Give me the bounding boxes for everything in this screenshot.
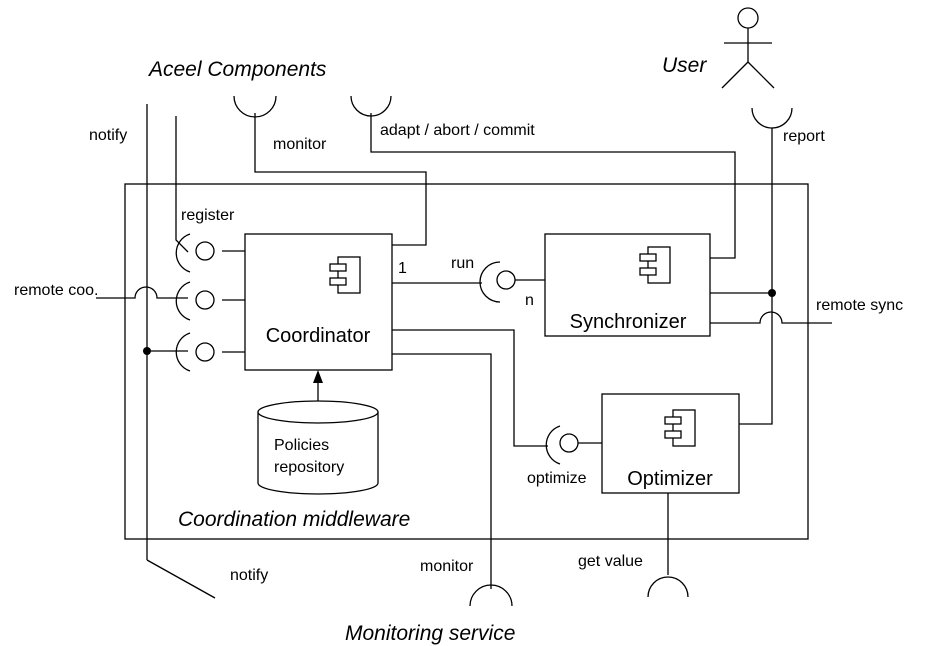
repository-arrowhead — [313, 370, 323, 383]
coordination-middleware-title: Coordination middleware — [178, 508, 410, 531]
repository-label-line2: repository — [274, 459, 344, 476]
optimizer-component: Optimizer — [601, 393, 740, 494]
wires — [96, 104, 832, 599]
component-icon — [329, 256, 361, 294]
remote-sync-label: remote sync — [816, 297, 903, 314]
socket-monitor-bottom — [469, 584, 513, 607]
ball-optimize — [559, 433, 579, 453]
register-wire — [175, 116, 189, 253]
aceel-components-title: Aceel Components — [147, 58, 327, 81]
synchronizer-label: Synchronizer — [570, 311, 687, 333]
coordinator-component: Coordinator — [244, 233, 393, 371]
adapt-abort-commit-label: adapt / abort / commit — [380, 122, 535, 139]
junction-dot-right — [768, 289, 776, 297]
get-value-label: get value — [578, 553, 643, 570]
multiplicity-1-label: 1 — [398, 260, 407, 277]
adapt-wire — [370, 113, 736, 259]
monitor-top-label: monitor — [273, 136, 327, 153]
socket-register — [175, 233, 191, 273]
synchronizer-box — [544, 233, 711, 337]
monitoring-service-title: Monitoring service — [345, 622, 515, 645]
optimizer-box — [601, 393, 740, 494]
repository-label-line1: Policies — [274, 437, 329, 454]
coordinator-box — [244, 233, 393, 371]
monitor-wire-bottom — [392, 353, 492, 589]
report-wire — [739, 128, 773, 425]
middleware-boundary — [124, 183, 809, 540]
ball-run — [496, 270, 516, 290]
repository-cylinder-body — [257, 412, 379, 495]
ball-remote-coo — [195, 290, 215, 310]
register-label: register — [181, 207, 235, 224]
coordinator-label: Coordinator — [266, 325, 371, 347]
socket-remote-coo — [175, 281, 191, 321]
socket-optimize — [545, 425, 561, 465]
notify-wire-diagonal — [146, 559, 216, 599]
policies-repository: Policies repository — [257, 400, 379, 495]
socket-notify — [175, 332, 191, 372]
run-label: run — [451, 255, 474, 272]
report-label: report — [783, 128, 825, 145]
user-actor-icon — [721, 7, 775, 89]
optimize-wire — [392, 329, 548, 447]
ball-notify — [195, 342, 215, 362]
component-icon — [639, 246, 671, 284]
sockets — [175, 95, 793, 607]
monitor-bottom-label: monitor — [420, 558, 474, 575]
user-title: User — [662, 54, 707, 77]
socket-get-value — [647, 576, 689, 598]
multiplicity-n-label: n — [525, 292, 534, 309]
socket-adapt — [350, 95, 392, 117]
socket-run — [479, 261, 501, 303]
synchronizer-component: Synchronizer — [544, 233, 711, 337]
ball-register — [195, 241, 215, 261]
notify-top-label: notify — [89, 127, 127, 144]
notify-bottom-label: notify — [230, 567, 268, 584]
repository-cylinder-top — [257, 400, 379, 424]
remote-coo-label: remote coo. — [14, 282, 98, 299]
monitor-wire-top — [254, 113, 427, 246]
remote-coo-wire — [96, 286, 188, 299]
optimize-label: optimize — [527, 470, 587, 487]
optimizer-label: Optimizer — [627, 468, 713, 490]
junction-dot-left — [143, 347, 151, 355]
socket-report — [751, 107, 793, 129]
socket-monitor-top — [233, 95, 277, 118]
remote-sync-wire — [710, 311, 832, 324]
component-icon — [664, 409, 696, 447]
balls — [195, 241, 579, 453]
